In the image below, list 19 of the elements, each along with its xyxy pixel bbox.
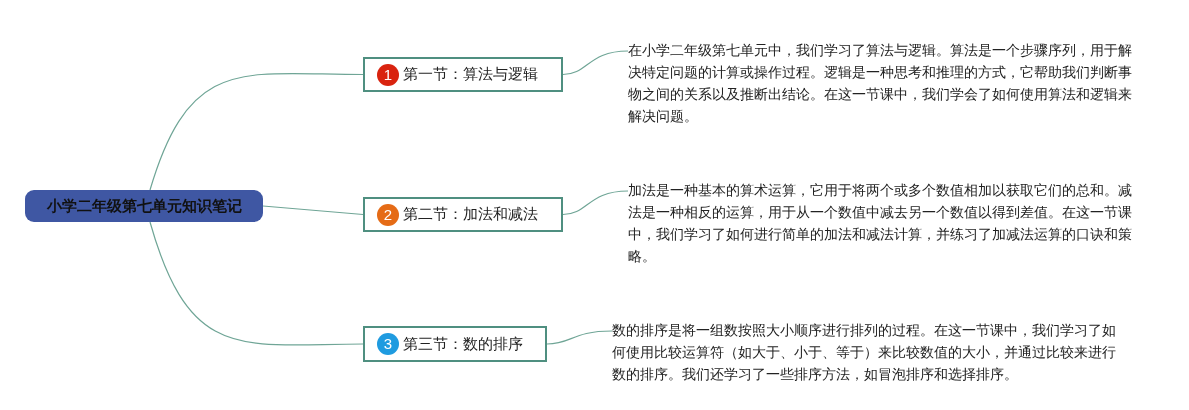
- topic-box: [363, 326, 547, 362]
- connector-line: [546, 330, 613, 345]
- connector-line: [562, 50, 629, 76]
- connector-line: [262, 205, 364, 216]
- topic-label: 第三节：数的排序: [403, 334, 523, 354]
- connector-line: [149, 221, 364, 346]
- number-badge: 1: [377, 63, 399, 86]
- number-badge: 3: [377, 333, 399, 355]
- connector-line: [562, 190, 629, 216]
- topic-label: 第二节：加法和减法: [403, 205, 538, 224]
- note-text: 数的排序是将一组数按照大小顺序进行排列的过程。在这一节课中，我们学习了如何使用比较运算符（如大于、小于、等于）来比较数值的大小，并通过比较来进行数的排序。我们还学习了一些排序方法，如冒泡排序和选择排序。: [612, 319, 1124, 385]
- topic-label: 第一节：算法与逻辑: [403, 65, 538, 84]
- topic-box: [363, 197, 563, 232]
- number-badge: 2: [377, 203, 399, 226]
- note-text: 加法是一种基本的算术运算，它用于将两个或多个数值相加以获取它们的总和。减法是一种相反的运算，用于从一个数值中减去另一个数值以得到差值。在这一节课中，我们学习了如何进行简单的加法和减法计算，并练习了加减法运算的口诀和策略。: [628, 179, 1140, 267]
- root-topic-box: 小学二年级第七单元知识笔记: [25, 190, 263, 222]
- note-text: 在小学二年级第七单元中，我们学习了算法与逻辑。算法是一个步骤序列，用于解决特定问题的计算或操作过程。逻辑是一种思考和推理的方式，它帮助我们判断事物之间的关系以及推断出结论。在这一节课中，我们学会了如何使用算法和逻辑来解决问题。: [628, 39, 1140, 127]
- connector-line: [149, 72, 364, 191]
- topic-box: [363, 57, 563, 92]
